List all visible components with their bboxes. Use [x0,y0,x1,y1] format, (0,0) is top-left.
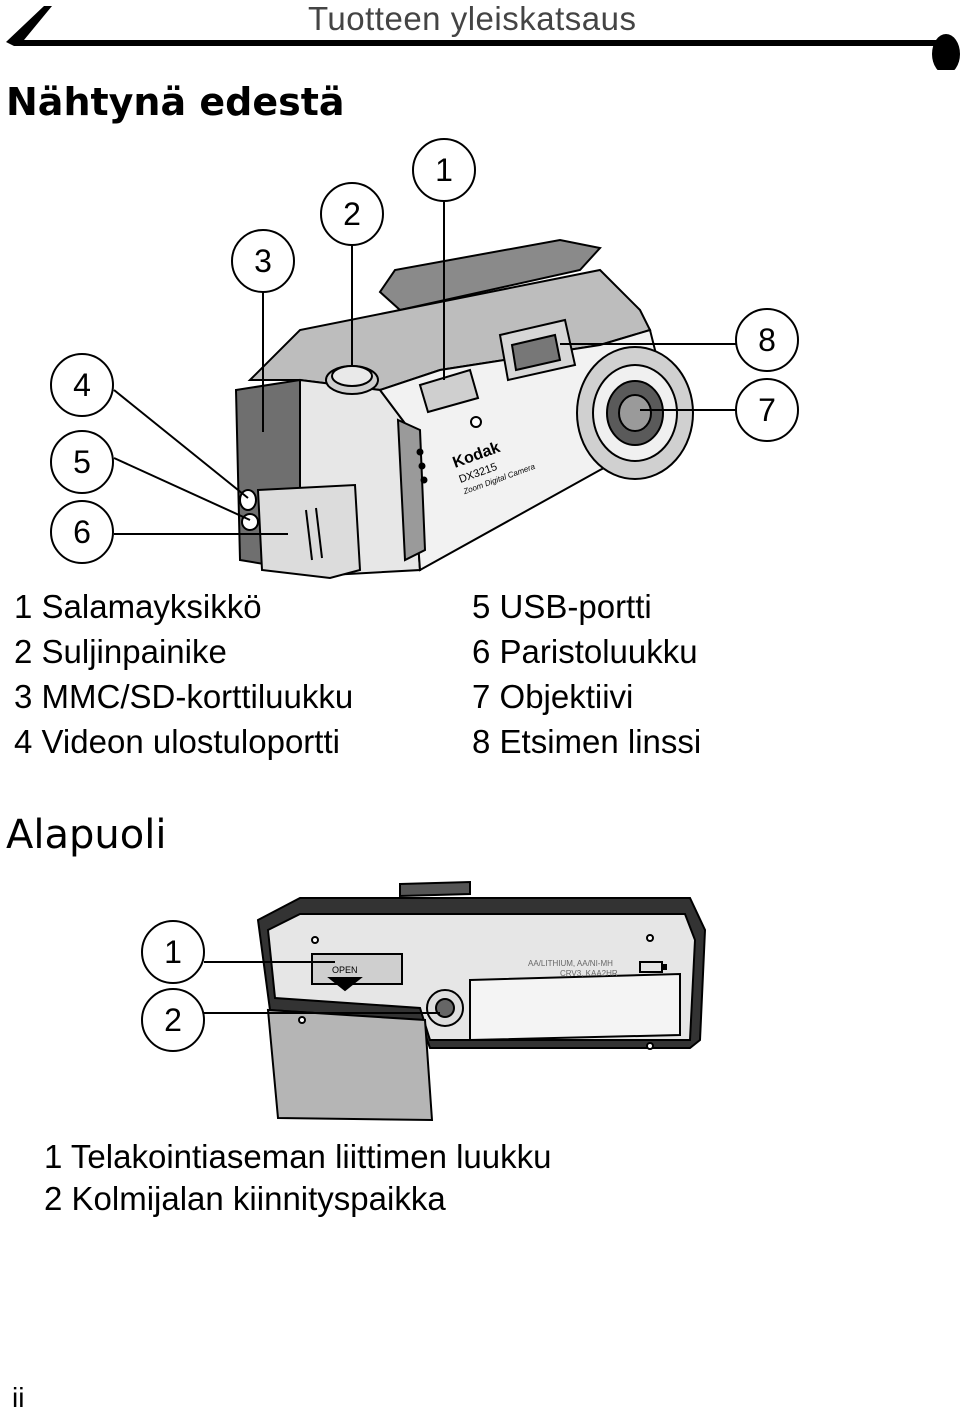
front-callout-7: 7 [758,392,776,428]
battery-label-2: CRV3, KAA2HR [560,969,618,978]
bottom-camera-illustration: OPEN AA/LITHIUM, AA/NI-MH CRV3, KAA2HR 1… [141,880,707,1122]
door-label: OPEN [332,965,358,975]
legend-item: 8 Etsimen linssi [472,723,702,760]
bottom-legend: 1 Telakointiaseman liittimen luukku 2 Ko… [44,1136,552,1220]
bottom-callout-2: 2 [164,1002,182,1038]
page-number: ii [12,1382,25,1413]
front-callout-3: 3 [254,243,272,279]
bottom-view-title: Alapuoli [6,812,167,858]
chapter-title: Tuotteen yleiskatsaus [308,0,637,37]
front-camera-illustration: Kodak DX3215 Zoom Digital Camera 1 2 3 4… [50,138,799,580]
legend-item: 2 Suljinpainike [14,633,227,670]
legend-item: 6 Paristoluukku [472,633,698,670]
front-callout-6: 6 [73,514,91,550]
front-callout-1: 1 [435,152,453,188]
legend-item: 4 Videon ulostuloportti [14,723,340,760]
bottom-callout-1: 1 [164,934,182,970]
front-view-title: Nähtynä edestä [6,80,345,124]
front-callout-8: 8 [758,322,776,358]
legend-item: 2 Kolmijalan kiinnityspaikka [44,1180,446,1217]
legend-item: 1 Telakointiaseman liittimen luukku [44,1138,552,1175]
legend-item: 1 Salamayksikkö [14,588,262,625]
front-callout-2: 2 [343,196,361,232]
header-rule [6,6,960,70]
legend-item: 3 MMC/SD-korttiluukku [14,678,354,715]
front-callout-5: 5 [73,444,91,480]
legend-item: 5 USB-portti [472,588,652,625]
front-legend-left: 1 Salamayksikkö 2 Suljinpainike 3 MMC/SD… [14,584,353,764]
front-callout-4: 4 [73,367,91,403]
front-legend-right: 5 USB-portti 6 Paristoluukku 7 Objektiiv… [472,584,701,764]
legend-item: 7 Objektiivi [472,678,634,715]
battery-label-1: AA/LITHIUM, AA/NI-MH [528,959,613,968]
